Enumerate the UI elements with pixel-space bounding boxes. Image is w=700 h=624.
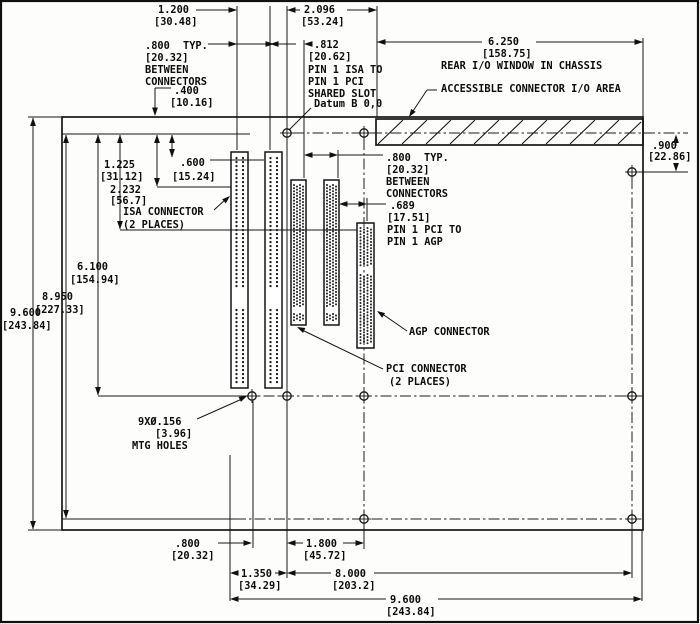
io-area-label: ACCESSIBLE CONNECTOR I/O AREA — [441, 83, 622, 95]
dim-text: [20.62] — [308, 51, 351, 63]
dim-text: 9.600 — [10, 307, 41, 319]
mtg-holes-label: MTG HOLES — [132, 440, 188, 452]
dim-text: 2.232 — [110, 184, 141, 196]
dim-text: [22.86] — [648, 151, 691, 163]
dim-text: .900 — [652, 140, 677, 152]
mounting-hole — [357, 512, 371, 526]
dim-text: SHARED SLOT — [308, 88, 376, 100]
isa-connector-1 — [230, 151, 249, 389]
dim-text: 8.000 — [335, 568, 366, 580]
dim-text: [30.48] — [154, 16, 197, 28]
dim-text: [17.51] — [387, 212, 430, 224]
isa-connector-2 — [264, 151, 283, 389]
mounting-hole — [280, 126, 294, 140]
dim-text: CONNECTORS — [145, 76, 207, 88]
dim-text: [56.7] — [110, 195, 147, 207]
motherboard-outline — [28, 116, 644, 531]
dim-text: BETWEEN — [386, 176, 429, 188]
dim-text: .400 — [174, 85, 199, 97]
dim-text: PIN 1 PCI TO — [387, 224, 461, 236]
dim-text: [243.84] — [2, 320, 52, 332]
dim-text: 6.100 — [77, 261, 108, 273]
dim-text: 8.950 — [42, 291, 73, 303]
dim-text: CONNECTORS — [386, 188, 448, 200]
dim-text: .800 — [386, 152, 411, 164]
dim-text: BETWEEN — [145, 64, 188, 76]
mounting-holes — [245, 126, 639, 526]
dim-text: [243.84] — [386, 606, 436, 618]
dim-text: PIN 1 PCI — [308, 76, 364, 88]
rear-io-window — [375, 118, 644, 146]
bottom-dimensions: .800 [20.32] 1.800 [45.72] 1.350 [34.29]… — [171, 401, 643, 618]
mounting-hole — [357, 389, 371, 403]
dim-text: 6.250 — [488, 36, 519, 48]
datum-label: Datum B 0,0 — [314, 98, 382, 110]
pci-connector-2 — [323, 179, 340, 326]
mounting-hole — [245, 389, 259, 403]
dim-text: PIN 1 AGP — [387, 236, 443, 248]
agp-label: AGP CONNECTOR — [409, 326, 490, 338]
dim-text: 9.600 — [390, 594, 421, 606]
dim-text: [20.32] — [145, 52, 188, 64]
dim-text: 1.200 — [158, 4, 189, 16]
mounting-hole — [625, 389, 639, 403]
mtg-holes-label: [3.96] — [155, 428, 192, 440]
dim-text: 2.096 — [304, 4, 335, 16]
dim-text: [10.16] — [170, 97, 213, 109]
agp-connector — [356, 222, 375, 349]
dim-text: .812 — [314, 39, 339, 51]
connector-spacing-dimensions: .800 TYP. [20.32] BETWEEN CONNECTORS .68… — [304, 152, 461, 248]
dim-text: [20.32] — [386, 164, 429, 176]
dim-text: .600 — [180, 157, 205, 169]
isa-label: ISA CONNECTOR — [123, 206, 204, 218]
dim-text: .800 — [145, 40, 170, 52]
mounting-hole — [280, 389, 294, 403]
right-dimension-900: .900 [22.86] — [638, 134, 691, 173]
dim-text: [227.33] — [35, 304, 85, 316]
dim-text: 1.350 — [241, 568, 272, 580]
dim-text: 1.800 — [306, 538, 337, 550]
mounting-hole — [625, 512, 639, 526]
component-labels: ISA CONNECTOR (2 PLACES) AGP CONNECTOR P… — [123, 196, 490, 452]
dim-text: .689 — [390, 200, 415, 212]
mounting-hole — [625, 165, 639, 179]
pci-label: (2 PLACES) — [389, 376, 451, 388]
dim-text: TYP. — [183, 40, 208, 52]
isa-label: (2 PLACES) — [123, 219, 185, 231]
top-dimensions: 1.200 [30.48] 2.096 [53.24] .800 TYP. [2… — [145, 4, 644, 391]
dim-text: REAR I/O WINDOW IN CHASSIS — [441, 60, 602, 72]
dim-text: [53.24] — [301, 16, 344, 28]
dim-text: PIN 1 ISA TO — [308, 64, 382, 76]
mounting-hole — [357, 126, 371, 140]
dim-text: [203.2] — [332, 580, 375, 592]
dim-text: [45.72] — [303, 550, 346, 562]
io-window-dimensions: 6.250 [158.75] REAR I/O WINDOW IN CHASSI… — [377, 36, 643, 117]
dim-text: [31.12] — [100, 171, 143, 183]
left-dimensions: 9.600 [243.84] 8.950 [227.33] 6.100 [154… — [2, 85, 357, 530]
dim-text: [158.75] — [482, 48, 532, 60]
dim-text: .800 — [175, 538, 200, 550]
dim-text: 1.225 — [104, 159, 135, 171]
dim-text: [15.24] — [172, 171, 215, 183]
pci-connector-1 — [290, 179, 307, 326]
mtg-holes-label: 9XØ.156 — [138, 416, 181, 428]
dim-text: [154.94] — [70, 274, 120, 286]
pci-label: PCI CONNECTOR — [386, 363, 467, 375]
dim-text: TYP. — [424, 152, 449, 164]
dim-text: [34.29] — [238, 580, 281, 592]
dim-text: [20.32] — [171, 550, 214, 562]
